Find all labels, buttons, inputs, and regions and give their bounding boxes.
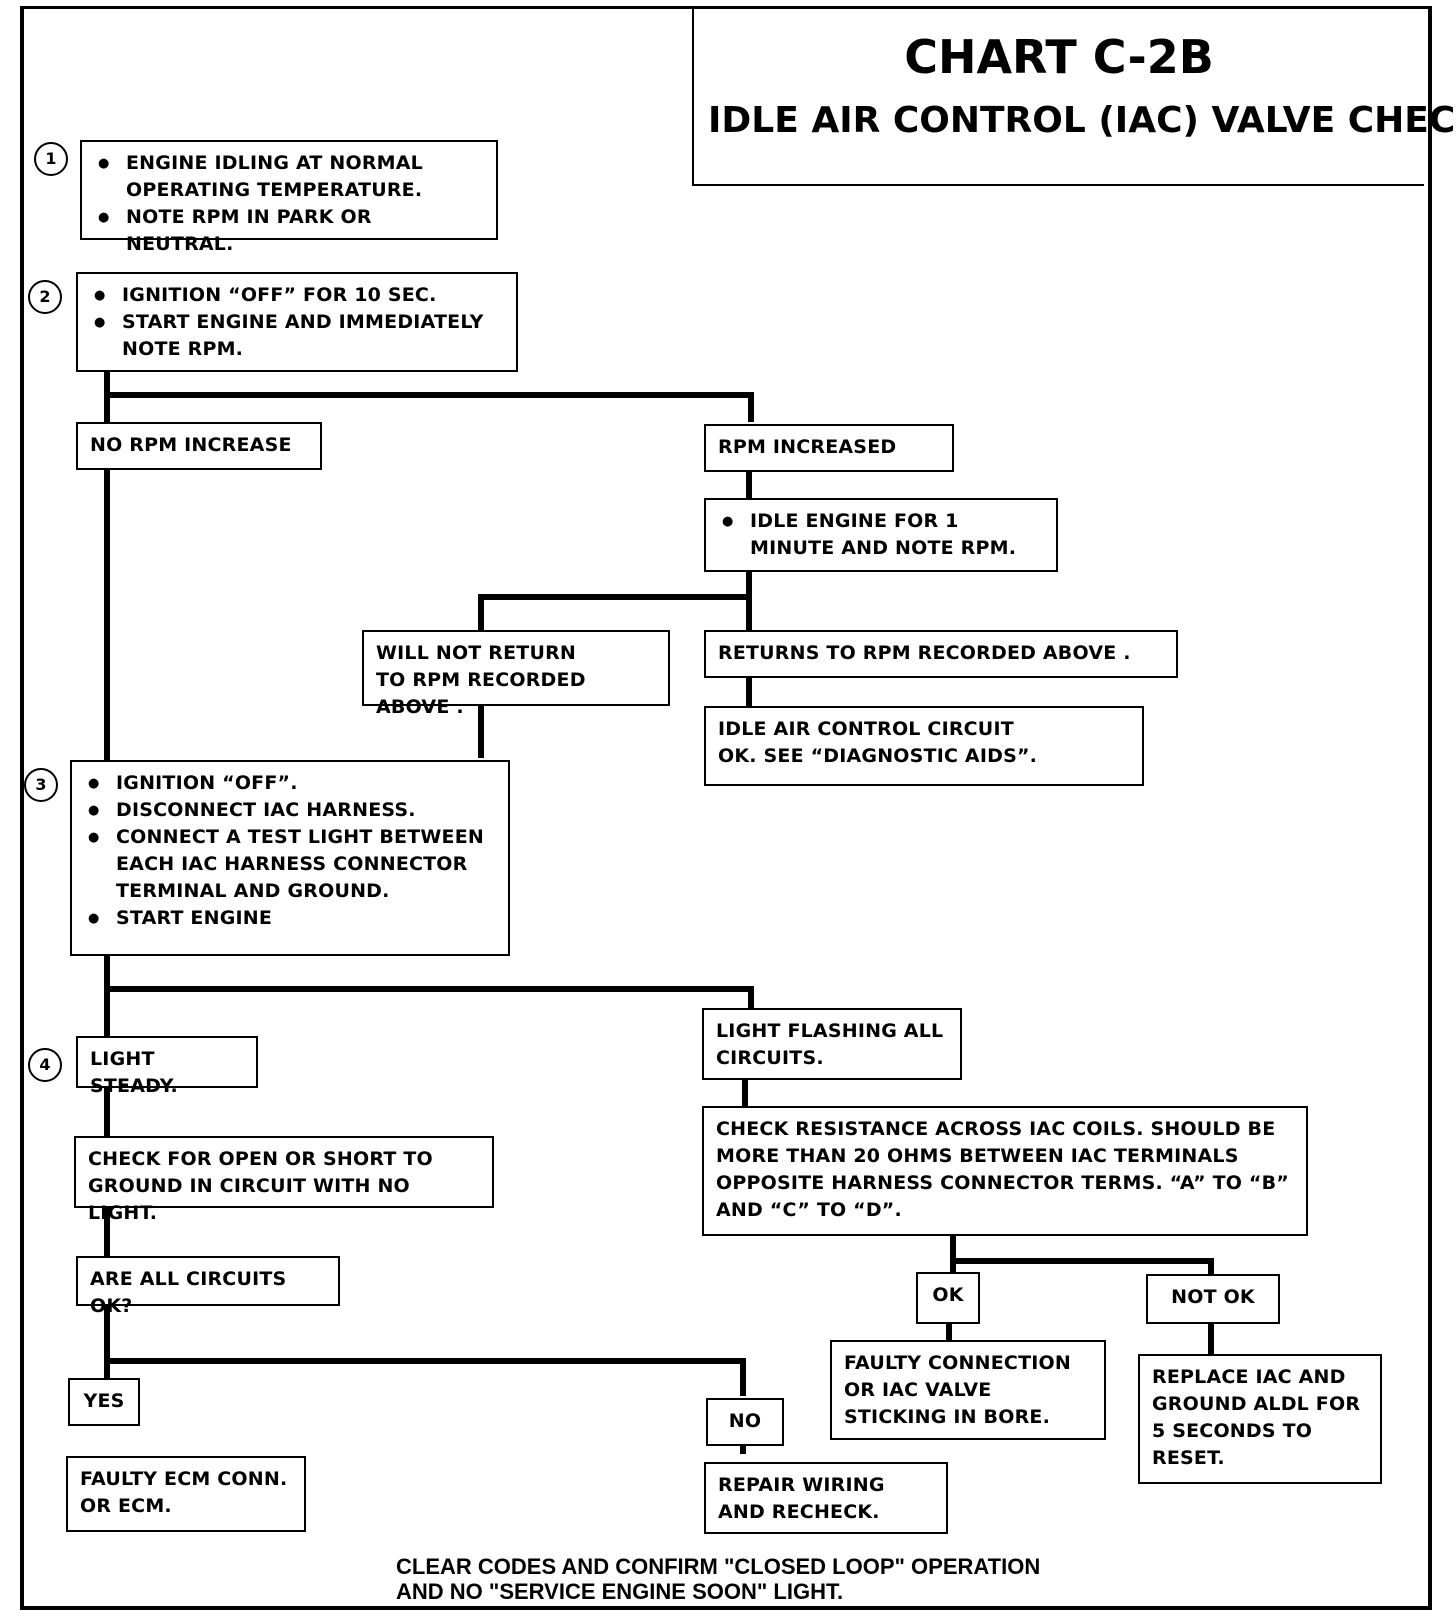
yes-label: YES [83,1390,125,1412]
step-3-bullet: START ENGINE [84,905,496,932]
check-resistance-label: CHECK RESISTANCE ACROSS IAC COILS. SHOUL… [716,1118,1289,1221]
connector-line [478,594,752,600]
light-flashing-box: LIGHT FLASHING ALL CIRCUITS. [702,1008,962,1080]
title-block: CHART C-2B IDLE AIR CONTROL (IAC) VALVE … [692,6,1456,186]
connector-line [478,704,484,758]
iac-circuit-ok-label: IDLE AIR CONTROL CIRCUIT OK. SEE “DIAGNO… [718,718,1038,767]
step-1-bullet: NOTE RPM IN PARK OR NEUTRAL. [94,204,484,258]
not-ok-label: NOT OK [1171,1286,1255,1308]
check-resistance-box: CHECK RESISTANCE ACROSS IAC COILS. SHOUL… [702,1106,1308,1236]
no-box: NO [706,1398,784,1446]
step-1-box: ENGINE IDLING AT NORMAL OPERATING TEMPER… [80,140,498,255]
connector-line [950,1258,1214,1264]
idle-one-minute-box: IDLE ENGINE FOR 1 MINUTE AND NOTE RPM. [704,498,1058,572]
step-3-bullet: CONNECT A TEST LIGHT BETWEEN EACH IAC HA… [84,824,496,905]
chart-frame [20,6,1432,1610]
step-1-bullet: ENGINE IDLING AT NORMAL OPERATING TEMPER… [94,150,484,204]
no-rpm-increase-box: NO RPM INCREASE [76,422,322,470]
connector-line [1208,1258,1214,1282]
light-steady-label: LIGHT STEADY. [90,1048,178,1097]
faulty-connection-label: FAULTY CONNECTION OR IAC VALVE STICKING … [844,1352,1071,1428]
all-circuits-ok-box: ARE ALL CIRCUITS OK? [76,1256,340,1317]
faulty-connection-box: FAULTY CONNECTION OR IAC VALVE STICKING … [830,1340,1106,1440]
footer-note: CLEAR CODES AND CONFIRM "CLOSED LOOP" OP… [396,1554,1040,1604]
check-open-short-label: CHECK FOR OPEN OR SHORT TO GROUND IN CIR… [88,1148,433,1224]
connector-line [748,986,754,1008]
ok-label: OK [932,1284,964,1306]
step-4-badge: 4 [28,1048,62,1082]
check-open-short-box: CHECK FOR OPEN OR SHORT TO GROUND IN CIR… [74,1136,494,1224]
repair-wiring-label: REPAIR WIRING AND RECHECK. [718,1474,885,1523]
footer-line-2: AND NO "SERVICE ENGINE SOON" LIGHT. [396,1579,844,1604]
returns-to-rpm-label: RETURNS TO RPM RECORDED ABOVE . [718,642,1131,664]
faulty-ecm-box: FAULTY ECM CONN. OR ECM. [66,1456,306,1532]
step-2-badge: 2 [28,280,62,314]
repair-wiring-box: REPAIR WIRING AND RECHECK. [704,1462,948,1534]
replace-iac-label: REPLACE IAC AND GROUND ALDL FOR 5 SECOND… [1152,1366,1361,1469]
connector-line [742,1076,748,1106]
replace-iac-box: REPLACE IAC AND GROUND ALDL FOR 5 SECOND… [1138,1354,1382,1484]
connector-line [746,470,752,770]
step-3-badge: 3 [24,768,58,802]
all-circuits-ok-label: ARE ALL CIRCUITS OK? [90,1268,287,1317]
chart-title: CHART C-2B [904,30,1214,84]
connector-line [740,1358,746,1396]
no-label: NO [728,1410,762,1432]
connector-line [1208,1320,1214,1356]
light-steady-box: LIGHT STEADY. [76,1036,258,1097]
ok-box: OK [916,1272,980,1324]
faulty-ecm-label: FAULTY ECM CONN. OR ECM. [80,1468,288,1517]
chart-subtitle: IDLE AIR CONTROL (IAC) VALVE CHECK [708,100,1456,141]
idle-one-minute-bullet: IDLE ENGINE FOR 1 MINUTE AND NOTE RPM. [718,508,1044,562]
connector-line [478,594,484,630]
connector-line [104,392,754,398]
connector-line [946,1318,952,1344]
footer-line-1: CLEAR CODES AND CONFIRM "CLOSED LOOP" OP… [396,1554,1041,1579]
step-2-bullet: IGNITION “OFF” FOR 10 SEC. [90,282,504,309]
connector-line [104,1358,746,1364]
rpm-increased-label: RPM INCREASED [718,436,897,458]
step-2-box: IGNITION “OFF” FOR 10 SEC. START ENGINE … [76,272,518,372]
will-not-return-box: WILL NOT RETURN TO RPM RECORDED ABOVE . [362,630,670,718]
connector-line [748,392,754,422]
not-ok-box: NOT OK [1146,1274,1280,1324]
step-3-bullet: DISCONNECT IAC HARNESS. [84,797,496,824]
step-1-badge: 1 [34,142,68,176]
returns-to-rpm-box: RETURNS TO RPM RECORDED ABOVE . [704,630,1178,678]
light-flashing-label: LIGHT FLASHING ALL CIRCUITS. [716,1020,944,1069]
step-2-bullet: START ENGINE AND IMMEDIATELY NOTE RPM. [90,309,504,363]
iac-circuit-ok-box: IDLE AIR CONTROL CIRCUIT OK. SEE “DIAGNO… [704,706,1144,786]
no-rpm-increase-label: NO RPM INCREASE [90,434,292,456]
rpm-increased-box: RPM INCREASED [704,424,954,472]
step-3-bullet: IGNITION “OFF”. [84,770,496,797]
connector-line [104,986,754,992]
will-not-return-label: WILL NOT RETURN TO RPM RECORDED ABOVE . [376,642,586,718]
yes-box: YES [68,1378,140,1426]
step-3-box: IGNITION “OFF”. DISCONNECT IAC HARNESS. … [70,760,510,956]
